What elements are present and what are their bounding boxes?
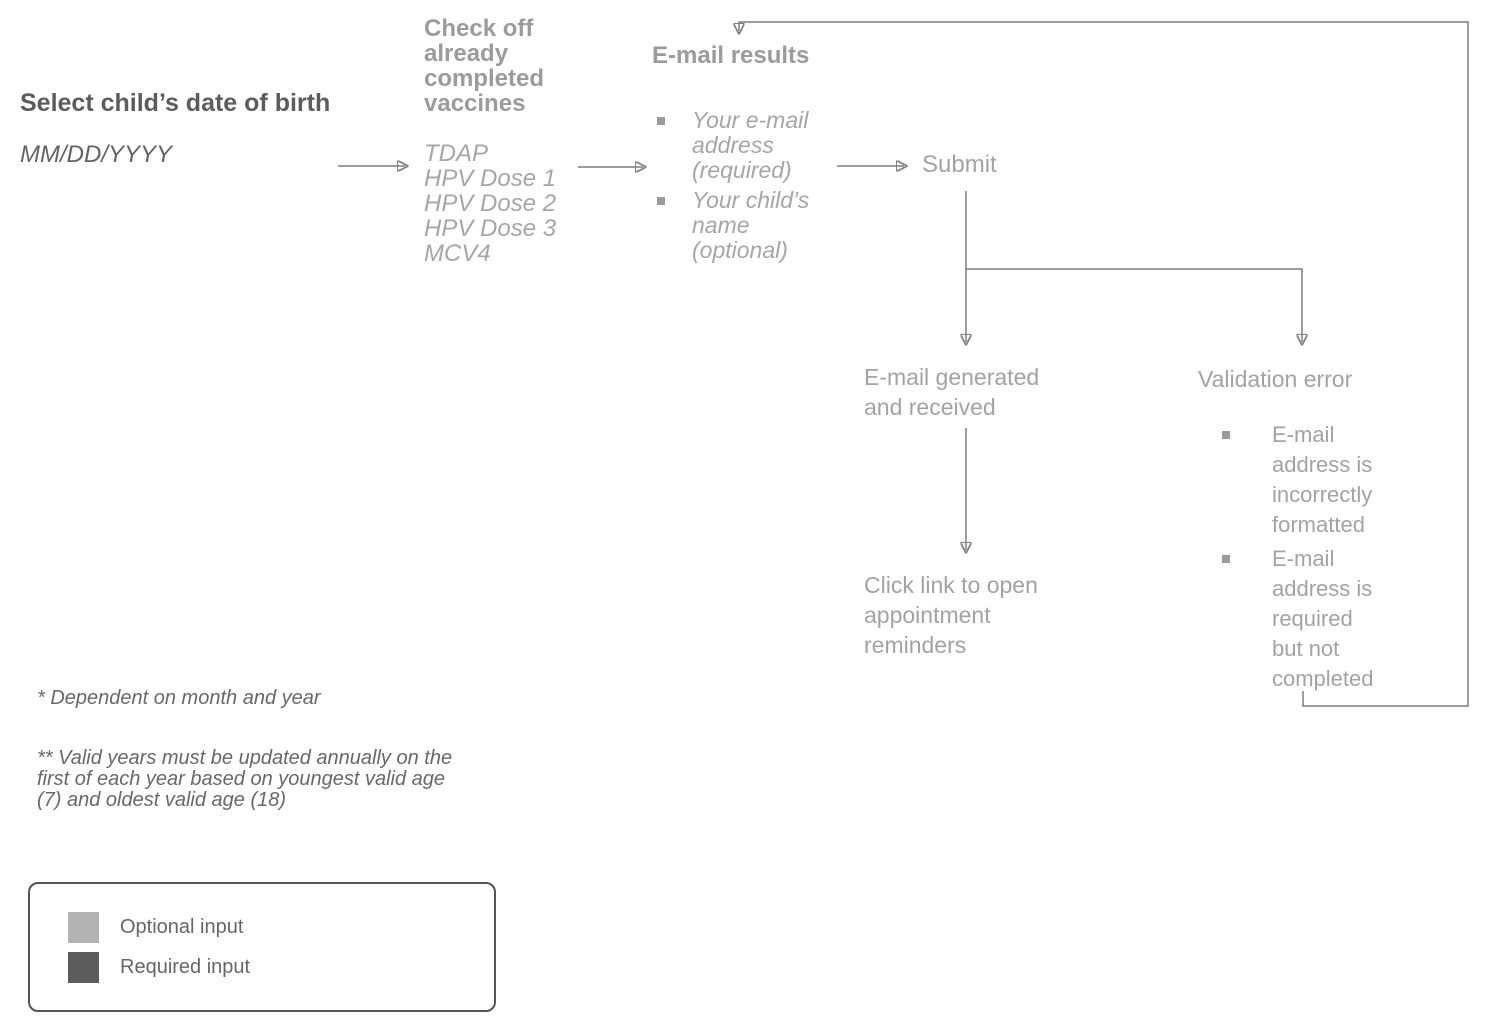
bullet-square-icon [1222,555,1230,563]
optional-input-swatch-icon [68,912,99,943]
error-reason-format: E-mail address is incorrectly formatted [1222,420,1374,540]
vaccine-item-tdap: TDAP [424,140,489,167]
outcome-success-title: E-mail generated and received [864,364,1040,420]
error-reason-required-label: E-mail address is required but not compl… [1272,546,1374,691]
outcome-success-action: Click link to open appointment reminders [864,572,1038,658]
footnote-month-year: * Dependent on month and year [37,687,321,709]
submit-step-label: Submit [922,151,997,178]
legend-row-required: Required input [68,952,250,983]
email-field-child-name: Your child’s name (optional) [657,188,809,263]
error-reason-list: E-mail address is incorrectly formatted … [1222,420,1374,698]
vaccine-list: TDAP HPV Dose 1 HPV Dose 2 HPV Dose 3 MC… [424,141,556,266]
email-field-address-label: Your e-mail address (required) [692,107,809,183]
vaccine-item-hpv1: HPV Dose 1 [424,165,557,192]
bullet-square-icon [657,117,665,125]
legend-row-optional: Optional input [68,912,243,943]
vaccine-item-mcv4: MCV4 [424,240,491,267]
outcome-error-title: Validation error [1198,366,1353,392]
bullet-square-icon [1222,431,1230,439]
legend-box: Optional input Required input [28,882,496,1012]
error-reason-required: E-mail address is required but not compl… [1222,544,1374,694]
vaccine-item-hpv2: HPV Dose 2 [424,190,557,217]
footnote-valid-years: ** Valid years must be updated annually … [37,747,453,811]
email-field-list: Your e-mail address (required) Your chil… [657,108,809,268]
bullet-square-icon [657,197,665,205]
arrow-submit-to-error [966,268,1302,342]
email-field-child-name-label: Your child’s name (optional) [692,187,810,263]
step-dob-title: Select child’s date of birth [20,89,331,117]
email-field-address: Your e-mail address (required) [657,108,809,183]
dob-format-hint: MM/DD/YYYY [20,141,173,168]
step-email-title: E-mail results [652,42,810,69]
required-input-swatch-icon [68,952,99,983]
legend-required-label: Required input [120,956,251,978]
error-reason-format-label: E-mail address is incorrectly formatted [1272,422,1373,537]
legend-optional-label: Optional input [120,916,244,938]
vaccine-item-hpv3: HPV Dose 3 [424,215,557,242]
step-vaccines-title: Check off already completed vaccines [424,15,545,117]
